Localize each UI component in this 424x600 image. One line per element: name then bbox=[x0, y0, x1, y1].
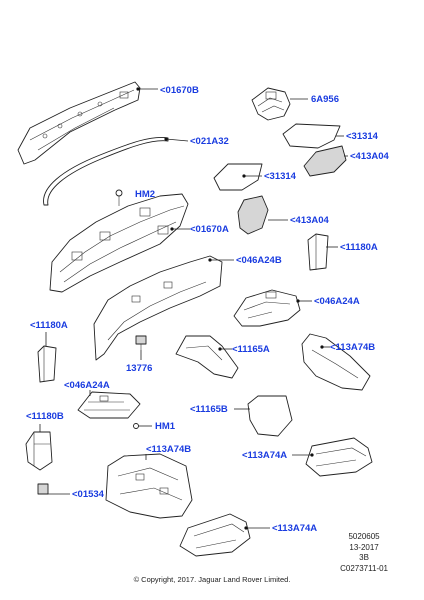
leader-dot-046A24Ba bbox=[208, 258, 212, 262]
leader-dot-113A74Ba bbox=[320, 345, 324, 349]
callout-11180B[interactable]: <11180B bbox=[26, 411, 64, 422]
callout-11180A-left[interactable]: <11180A bbox=[30, 320, 68, 331]
part-413A04-lower bbox=[237, 195, 269, 235]
callout-11165A[interactable]: <11165A bbox=[232, 344, 270, 355]
leader-dot-113A74Aa bbox=[310, 453, 314, 457]
part-6A956 bbox=[251, 87, 291, 121]
callout-13776[interactable]: 13776 bbox=[126, 363, 153, 374]
callout-046A24B-large[interactable]: <046A24B bbox=[236, 255, 282, 266]
reference-date: 13-2017 bbox=[349, 542, 379, 552]
part-11180A-left bbox=[37, 345, 57, 383]
callout-113A74A-bottom[interactable]: <113A74A bbox=[272, 523, 318, 534]
part-31314-upper bbox=[282, 123, 341, 149]
callout-31314-upper[interactable]: <31314 bbox=[346, 131, 378, 142]
callout-6A956[interactable]: 6A956 bbox=[311, 94, 339, 105]
callout-413A04-lower[interactable]: <413A04 bbox=[290, 215, 329, 226]
part-HM1 bbox=[133, 423, 139, 429]
callout-113A74B-right[interactable]: <113A74B bbox=[330, 342, 376, 353]
callout-01670A[interactable]: <01670A bbox=[190, 224, 229, 235]
part-113A74A-right bbox=[305, 437, 373, 477]
leader-dot-113A74Ab bbox=[244, 526, 248, 530]
callout-01670B[interactable]: <01670B bbox=[160, 85, 199, 96]
leader-dot-11165A bbox=[218, 347, 222, 351]
part-HM2 bbox=[115, 189, 123, 206]
part-11165B bbox=[247, 395, 293, 437]
part-046A24A-right bbox=[233, 289, 301, 327]
part-046A24A-left bbox=[77, 391, 141, 419]
leader-dot-046A24A bbox=[296, 299, 300, 303]
leader-dot-021A32 bbox=[164, 137, 168, 141]
leader-dot-01670B bbox=[136, 87, 140, 91]
part-113A74B-floor bbox=[105, 453, 193, 519]
callout-31314-lower[interactable]: <31314 bbox=[264, 171, 296, 182]
part-31314-lower bbox=[213, 163, 263, 191]
callout-113A74B-floor[interactable]: <113A74B bbox=[146, 444, 192, 455]
reference-block: 5020605 13-2017 3B C0273711-01 bbox=[340, 532, 388, 574]
copyright-notice: © Copyright, 2017. Jaguar Land Rover Lim… bbox=[133, 575, 291, 584]
callout-046A24A-right[interactable]: <046A24A bbox=[314, 296, 360, 307]
part-11165A bbox=[175, 335, 239, 379]
callout-021A32[interactable]: <021A32 bbox=[190, 136, 229, 147]
part-413A04-upper bbox=[303, 145, 347, 177]
part-046A24B-large bbox=[93, 255, 223, 361]
leader-dot-01670A bbox=[170, 227, 174, 231]
leader-dot-31314b bbox=[242, 174, 246, 178]
part-113A74B-right bbox=[301, 333, 371, 391]
part-11180B bbox=[25, 431, 53, 471]
leader-021A32 bbox=[165, 138, 189, 142]
part-11180A-right bbox=[307, 233, 329, 271]
callout-HM1[interactable]: HM1 bbox=[155, 421, 176, 432]
callout-HM2[interactable]: HM2 bbox=[135, 189, 156, 200]
callout-01534[interactable]: <01534 bbox=[72, 489, 104, 500]
part-13776 bbox=[135, 335, 147, 350]
reference-number: 5020605 bbox=[348, 532, 380, 541]
reference-code: C0273711-01 bbox=[340, 563, 388, 573]
part-113A74A-bottom bbox=[179, 513, 251, 557]
callout-046A24A-left[interactable]: <046A24A bbox=[64, 380, 110, 391]
part-01534 bbox=[37, 483, 49, 495]
callout-11165B[interactable]: <11165B bbox=[190, 404, 228, 415]
callout-413A04-upper[interactable]: <413A04 bbox=[350, 151, 389, 162]
callout-113A74A-right[interactable]: <113A74A bbox=[242, 450, 288, 461]
part-01670B bbox=[17, 81, 141, 165]
part-01670A bbox=[49, 193, 189, 293]
reference-section: 3B bbox=[359, 553, 369, 562]
callout-11180A-right[interactable]: <11180A bbox=[340, 242, 378, 253]
